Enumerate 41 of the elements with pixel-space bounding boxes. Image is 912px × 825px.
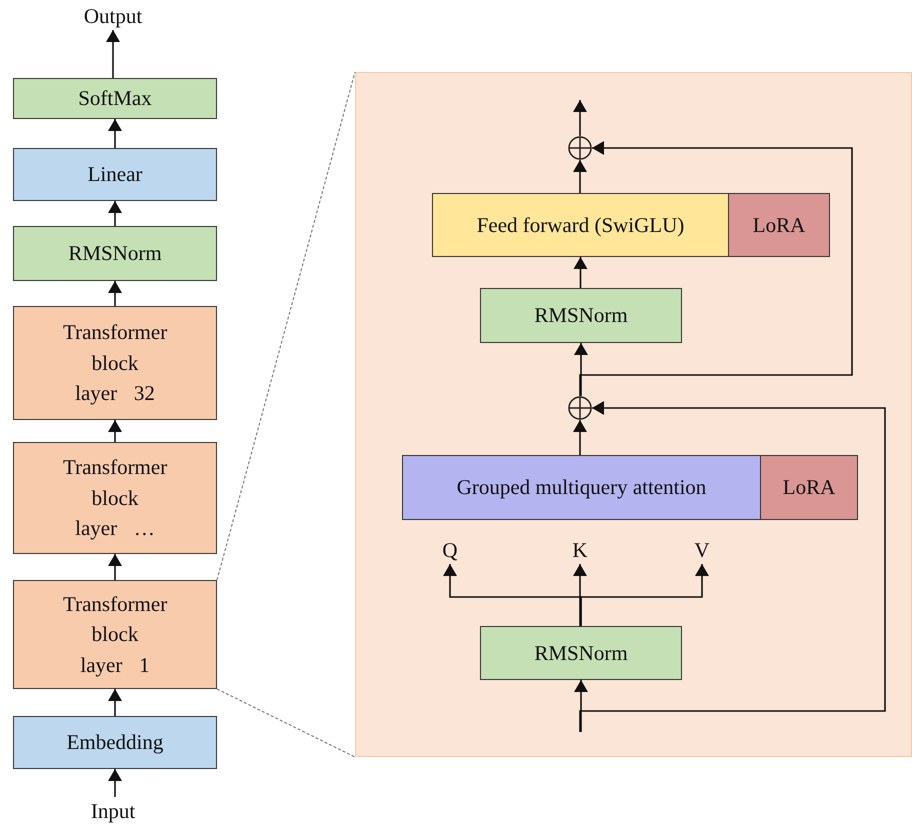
process-box: RMSNorm (13, 226, 217, 281)
arrow (108, 201, 122, 226)
arrow (574, 680, 588, 732)
arrow (106, 30, 120, 78)
sum-circle (568, 136, 592, 160)
arrow (574, 343, 588, 396)
process-box: SoftMax (13, 78, 217, 119)
arrow (579, 401, 886, 732)
arrow (108, 420, 122, 442)
adapter-box: LoRA (728, 193, 830, 257)
sum-circle (568, 396, 592, 420)
arrow (108, 554, 122, 580)
arrow (574, 257, 588, 288)
arrow (573, 160, 587, 193)
arrow (579, 141, 853, 396)
vector-label: Q (437, 536, 463, 564)
process-box: Grouped multiquery attention (402, 455, 761, 520)
arrow (573, 100, 587, 136)
process-box: Feed forward (SwiGLU) (432, 193, 729, 257)
arrow (108, 119, 122, 148)
zoom-line (216, 72, 356, 580)
process-box: Embedding (13, 716, 217, 769)
process-box: RMSNorm (480, 626, 682, 680)
arrow (108, 689, 122, 716)
vector-label: V (689, 536, 715, 564)
process-box: Linear (13, 148, 217, 201)
detail-panel (355, 72, 912, 757)
transformer-block-box: Transformer block layer 32 (13, 306, 217, 420)
transformer-block-box: Transformer block layer 1 (13, 580, 217, 689)
transformer-block-box: Transformer block layer … (13, 442, 217, 554)
arrow (580, 564, 709, 626)
process-box: RMSNorm (480, 288, 682, 343)
adapter-box: LoRA (760, 455, 858, 520)
zoom-line (216, 688, 356, 758)
flow-label: Input (78, 797, 148, 825)
arrow (108, 281, 122, 306)
vector-label: K (567, 536, 593, 564)
arrow (108, 769, 122, 797)
arrow (573, 564, 587, 626)
flow-label: Output (70, 2, 156, 30)
arrow (573, 420, 587, 455)
